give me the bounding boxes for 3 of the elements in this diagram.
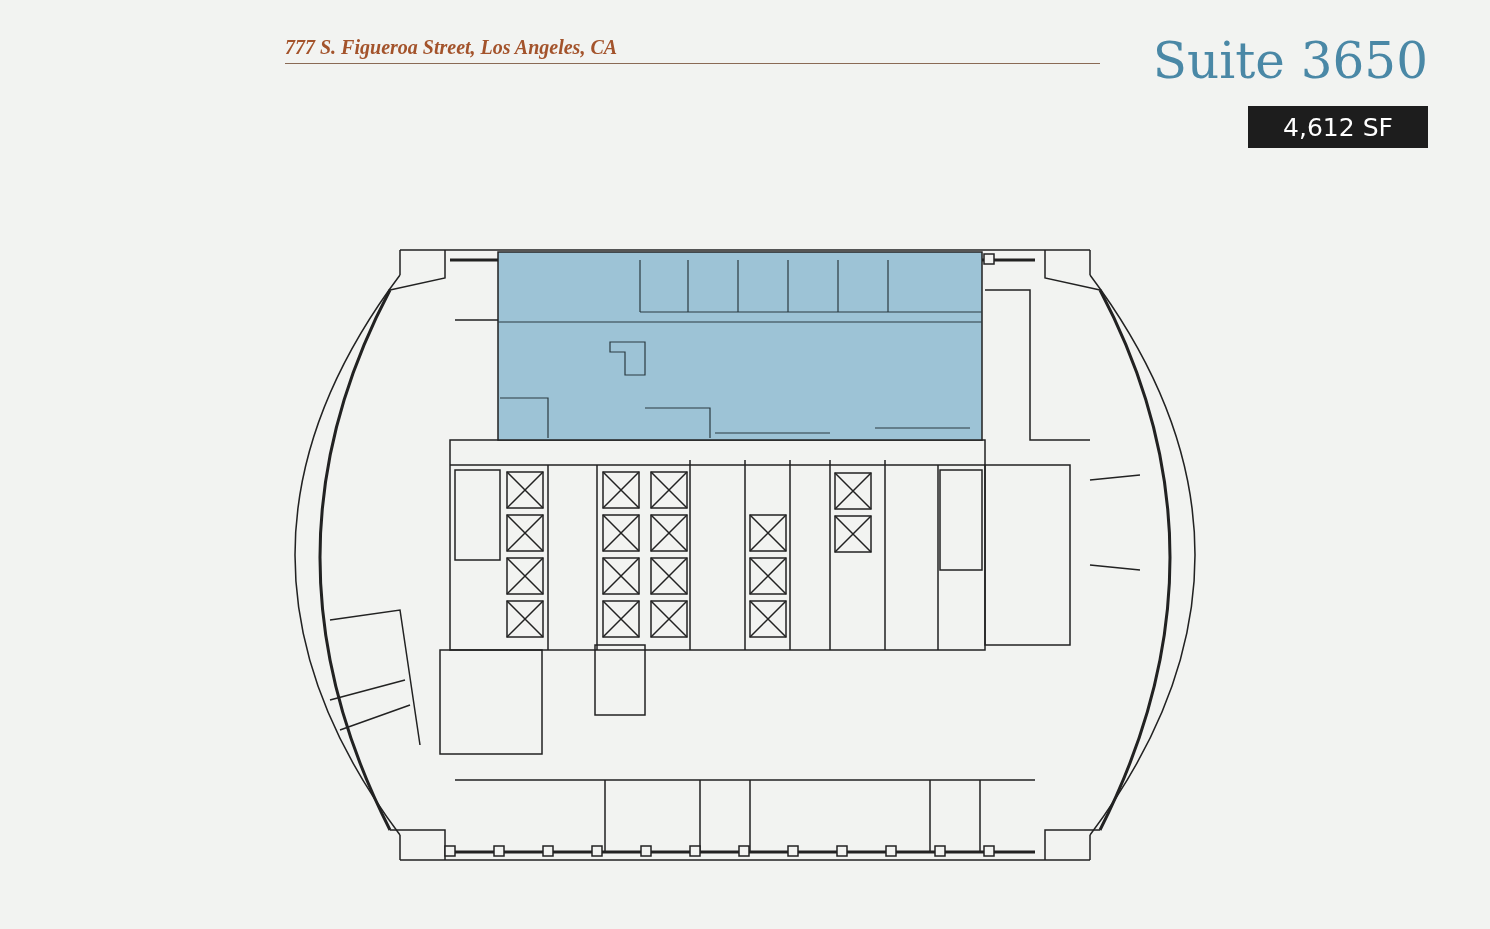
address-text: 777 S. Figueroa Street, Los Angeles, CA (285, 36, 618, 59)
area-badge: 4,612 SF (1248, 106, 1428, 148)
suite-title: Suite 3650 (1152, 34, 1428, 89)
